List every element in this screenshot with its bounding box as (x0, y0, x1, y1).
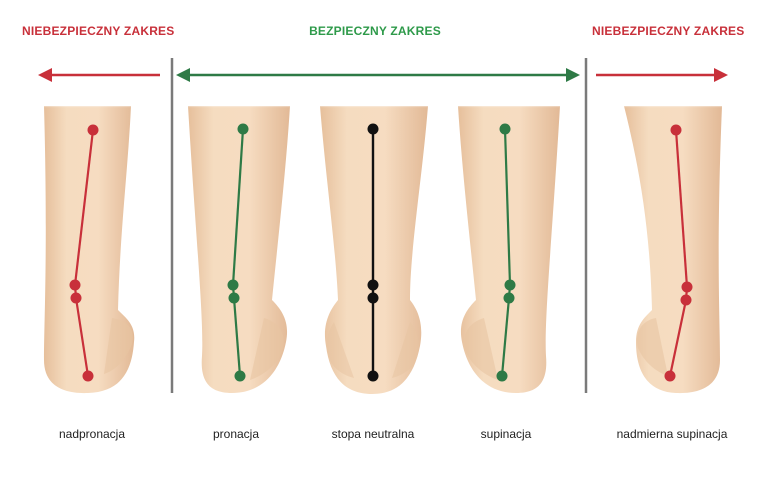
caption-supination: supinacja (480, 427, 532, 441)
leg-pronation-marker-top (237, 123, 249, 135)
caption-pronation: pronacja (212, 427, 260, 441)
leg-oversupination-marker-top (670, 124, 682, 136)
leg-pronation-marker-lower (228, 292, 240, 304)
unsafe-right-arrow (596, 68, 728, 82)
leg-overpronation-marker-heel (82, 370, 94, 382)
leg-neutral-marker-lower (367, 292, 379, 304)
leg-pronation (184, 104, 294, 393)
leg-oversupination-marker-upper (681, 281, 693, 293)
leg-oversupination-marker-heel (664, 370, 676, 382)
leg-neutral-marker-top (367, 123, 379, 135)
leg-supination-marker-lower (503, 292, 515, 304)
caption-neutral: stopa neutralna (331, 427, 415, 441)
leg-pronation-marker-heel (234, 370, 246, 382)
unsafe-zone-left-title: NIEBEZPIECZNY ZAKRES (22, 24, 175, 38)
leg-overpronation-marker-lower (70, 292, 82, 304)
leg-supination (454, 104, 564, 393)
leg-neutral-marker-heel (367, 370, 379, 382)
safe-range-arrow (176, 68, 580, 82)
unsafe-zone-right-title: NIEBEZPIECZNY ZAKRES (592, 24, 745, 38)
leg-overpronation-marker-top (87, 124, 99, 136)
unsafe-left-arrow (38, 68, 160, 82)
leg-supination-marker-upper (504, 279, 516, 291)
leg-supination-marker-heel (496, 370, 508, 382)
leg-neutral-marker-upper (367, 279, 379, 291)
leg-overpronation (40, 104, 140, 394)
leg-supination-marker-top (499, 123, 511, 135)
leg-oversupination-marker-lower (680, 294, 692, 306)
leg-oversupination (620, 104, 726, 394)
caption-oversupination: nadmierna supinacja (616, 427, 728, 441)
leg-neutral (316, 104, 432, 394)
leg-overpronation-marker-upper (69, 279, 81, 291)
leg-pronation-marker-upper (227, 279, 239, 291)
caption-overpronation: nadpronacja (58, 427, 126, 441)
safe-zone-title: BEZPIECZNY ZAKRES (309, 24, 441, 38)
